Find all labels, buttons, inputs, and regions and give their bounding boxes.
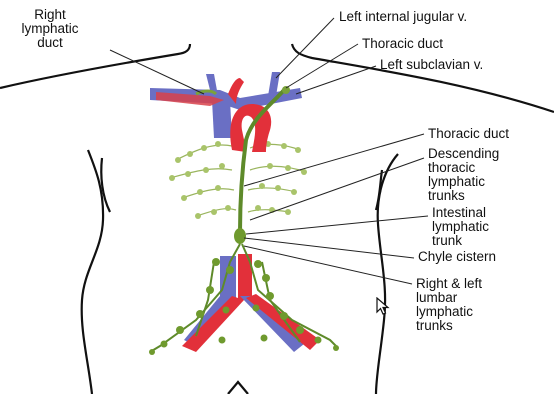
- label-thoracic-duct-top: Thoracic duct: [362, 37, 443, 51]
- mouse-pointer-icon: [376, 297, 390, 315]
- label-intestinal-trunk: Intestinal lymphatic trunk: [432, 206, 489, 248]
- pubic-outline: [228, 382, 248, 394]
- leader-chyle-cistern: [244, 238, 414, 258]
- neck-vessels: [150, 72, 302, 152]
- right-shoulder-line: [292, 44, 554, 112]
- label-left-internal-jugular: Left internal jugular v.: [339, 10, 467, 24]
- label-descending-trunks: Descending thoracic lymphatic trunks: [428, 147, 499, 203]
- label-thoracic-duct-mid: Thoracic duct: [428, 127, 509, 141]
- superior-vena-cava: [212, 100, 232, 138]
- leader-left-subclavian: [296, 66, 376, 94]
- left-arm-outline: [82, 150, 103, 394]
- label-lumbar-trunks: Right & left lumbar lymphatic trunks: [416, 277, 482, 333]
- leader-intestinal-trunk: [246, 216, 428, 234]
- leader-left-internal-jugular: [276, 18, 334, 78]
- left-shoulder-line: [0, 44, 190, 88]
- leader-thoracic-duct-mid: [244, 134, 424, 186]
- inferior-vena-cava: [220, 256, 236, 300]
- label-right-lymphatic-duct: Right lymphatic duct: [14, 8, 86, 50]
- label-chyle-cistern: Chyle cistern: [418, 250, 496, 264]
- label-left-subclavian: Left subclavian v.: [380, 58, 483, 72]
- thoracic-duct-node: [282, 86, 290, 94]
- left-iliac-artery: [246, 294, 320, 350]
- chyle-cistern-shape: [234, 228, 246, 244]
